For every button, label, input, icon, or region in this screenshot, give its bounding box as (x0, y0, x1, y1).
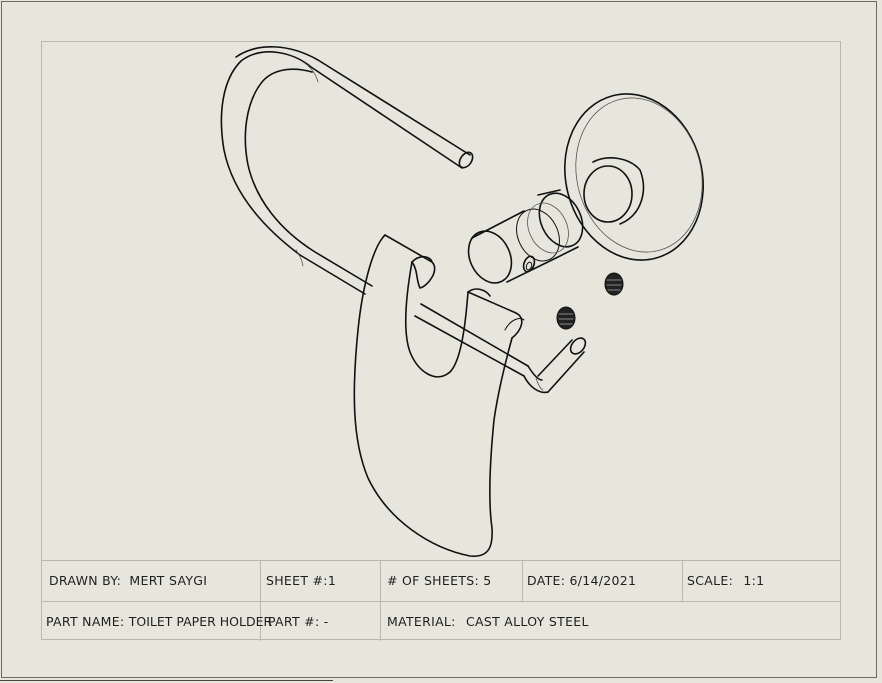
title-block-divider (682, 561, 683, 601)
number-of-sheets-label: # OF SHEETS: (387, 573, 479, 588)
scale-cell: SCALE: 1:1 (687, 561, 764, 601)
material-value: CAST ALLOY STEEL (465, 614, 589, 629)
title-block-row-2: PART NAME: TOILET PAPER HOLDER PART #: -… (41, 601, 841, 642)
title-block-divider (522, 561, 523, 601)
set-screw-right (604, 272, 624, 296)
curved-rod (220, 46, 587, 394)
part-name-cell: PART NAME: TOILET PAPER HOLDER (46, 602, 272, 642)
date-value: 6/14/2021 (569, 573, 637, 588)
title-block-row-1: DRAWN BY: MERT SAYGI SHEET #:1 # OF SHEE… (41, 561, 841, 601)
part-number-cell: PART #: - (268, 602, 329, 642)
part-name-value: TOILET PAPER HOLDER (128, 614, 273, 629)
date-cell: DATE: 6/14/2021 (527, 561, 636, 601)
part-number-value: - (323, 614, 329, 629)
sheet-number-label: SHEET #: (266, 573, 328, 588)
drawn-by-cell: DRAWN BY: MERT SAYGI (49, 561, 207, 601)
sheet-bottom-edge (0, 680, 333, 681)
drawing-frame (41, 41, 841, 640)
scale-label: SCALE: (687, 573, 734, 588)
sheet-number-cell: SHEET #:1 (266, 561, 336, 601)
part-number-label: PART #: (268, 614, 320, 629)
sheet-number-value: 1 (327, 573, 337, 588)
drawn-by-label: DRAWN BY: (49, 573, 122, 588)
wall-flange (564, 93, 704, 261)
material-label: MATERIAL: (387, 614, 456, 629)
set-screw-left (556, 306, 576, 330)
mounting-hub (467, 189, 584, 284)
title-block: DRAWN BY: MERT SAYGI SHEET #:1 # OF SHEE… (41, 560, 841, 642)
part-name-label: PART NAME: (46, 614, 125, 629)
cover-plate (353, 234, 525, 557)
drawn-by-value: MERT SAYGI (129, 573, 208, 588)
date-label: DATE: (527, 573, 566, 588)
scale-value: 1:1 (743, 573, 765, 588)
number-of-sheets-cell: # OF SHEETS: 5 (387, 561, 492, 601)
material-cell: MATERIAL: CAST ALLOY STEEL (387, 602, 589, 642)
number-of-sheets-value: 5 (483, 573, 492, 588)
